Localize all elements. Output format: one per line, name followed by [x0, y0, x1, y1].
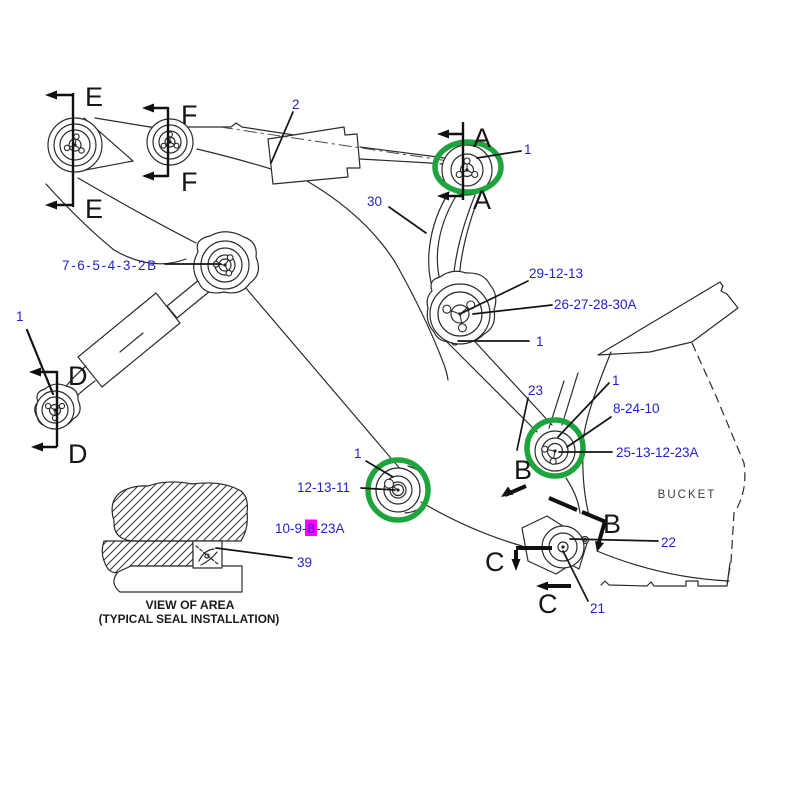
callout-seal-group-highlighted: 8: [308, 521, 316, 536]
callout-pin-tilt-lever-top: 1: [524, 142, 532, 157]
highlight-circles: [365, 139, 586, 523]
callout-arm-front-pivot-group: 12-13-11: [297, 480, 350, 495]
callout-pin-arm-front: 1: [354, 446, 362, 461]
section-letter-c-left: C: [485, 547, 505, 577]
section-letter-c-bottom: C: [538, 589, 558, 619]
section-letter-d-bottom: D: [68, 439, 88, 469]
boss-mid: [375, 467, 421, 513]
seal-install-caption: (TYPICAL SEAL INSTALLATION): [99, 612, 280, 626]
callout-bucket-link: 23: [528, 383, 543, 398]
labels: E E F F A A D D B B C C 2 30 1 7-6-5-4-3…: [16, 82, 717, 626]
seal-detail-view: [101, 481, 248, 593]
callout-bucket-lower-pin: 21: [590, 601, 605, 616]
section-markers: [29, 90, 607, 591]
section-letter-f-top: F: [181, 100, 198, 130]
boss-2b: [200, 240, 250, 290]
seal-detail-upper-housing: [111, 481, 248, 542]
boss-29: [429, 283, 491, 345]
section-letter-f-bottom: F: [181, 167, 198, 197]
boss-e: [47, 117, 103, 173]
callout-tilt-lever: 30: [367, 194, 382, 209]
callout-bucket-upper-group-a: 8-24-10: [613, 401, 660, 416]
callout-rear-pivot-group: 7-6-5-4-3-2B: [62, 258, 158, 273]
pivot-bosses: [35, 117, 585, 569]
boss-f: [146, 118, 194, 166]
boss-d: [35, 390, 75, 430]
callout-seal-group-prefix: 10-9-: [275, 521, 307, 536]
callout-seal-group-suffix: -23A: [316, 521, 345, 536]
highlight-circle-pin-b: [524, 417, 586, 479]
callout-lever-pivot-group-a: 29-12-13: [529, 266, 583, 281]
callout-lever-pivot-group-b: 26-27-28-30A: [554, 297, 637, 312]
section-letter-b-right: B: [603, 509, 621, 539]
callout-seal: 39: [297, 555, 312, 570]
section-letter-d-top: D: [68, 361, 88, 391]
callout-pin-tilt-lever-bottom: 1: [536, 334, 544, 349]
section-letter-e-bottom: E: [85, 194, 103, 224]
highlight-circle-pin-a: [432, 139, 504, 195]
seal-detail-shaft: [113, 565, 243, 593]
callout-bucket-upper-group-b: 25-13-12-23A: [616, 445, 699, 460]
highlight-circle-pin-arm-front: [365, 457, 431, 523]
section-letter-b-left: B: [514, 455, 532, 485]
callout-lift-cylinder: 2: [292, 97, 300, 112]
view-of-area-caption: VIEW OF AREA: [146, 598, 235, 612]
section-letter-e-top: E: [85, 82, 103, 112]
bucket-caption: BUCKET: [658, 489, 717, 501]
section-letter-a-top: A: [473, 123, 491, 153]
leader-lines: [25, 111, 659, 602]
callout-bucket-lower-fitting: 22: [661, 535, 676, 550]
boss-b: [534, 430, 576, 472]
section-letter-a-bottom: A: [473, 185, 491, 215]
highlight-marker: [305, 519, 317, 536]
boss-c: [541, 525, 585, 569]
callout-pin-bucket-link: 1: [612, 373, 620, 388]
callout-pin-lower-cylinder: 1: [16, 309, 24, 324]
